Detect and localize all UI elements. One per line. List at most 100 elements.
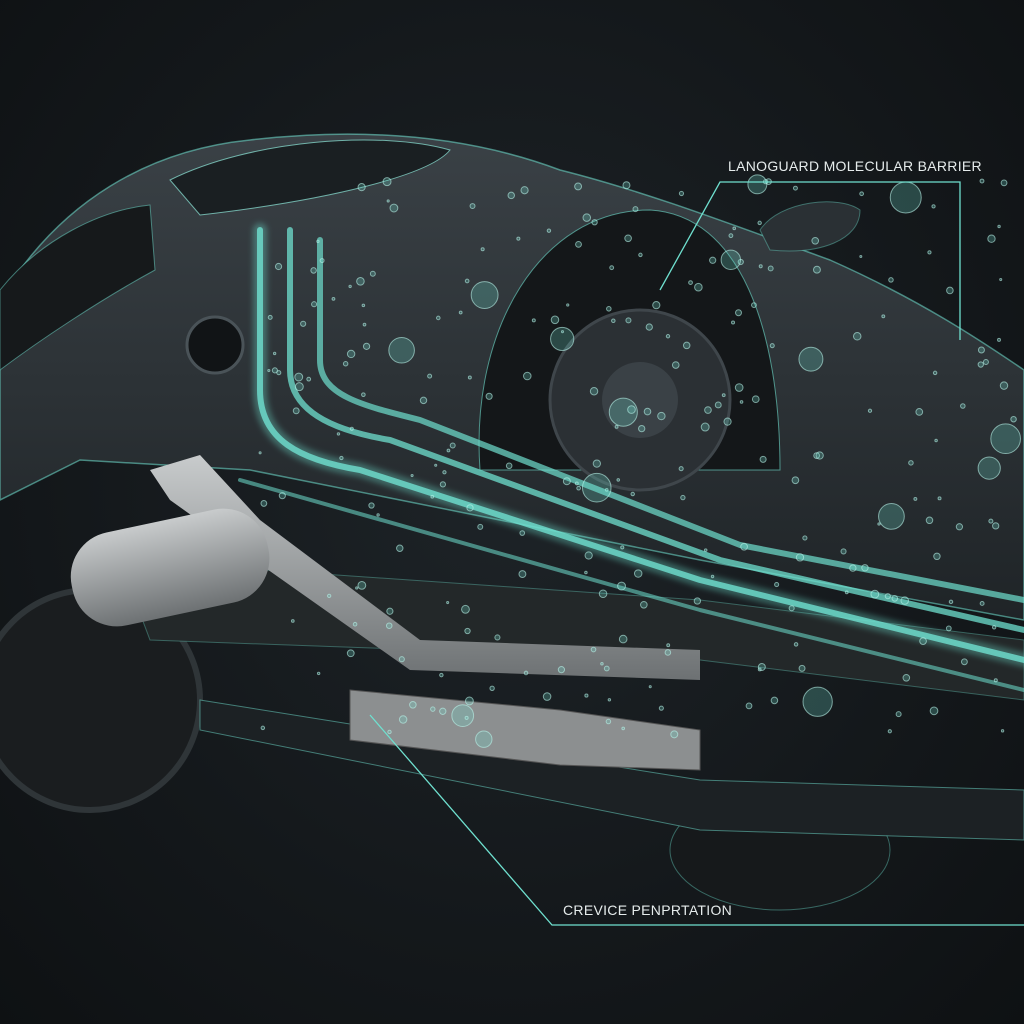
particle [489,685,495,691]
particle [531,318,536,323]
particle [581,472,612,503]
particle [475,730,493,748]
particle [792,185,798,191]
particle [652,301,661,310]
particle [929,706,939,716]
particle [603,665,610,672]
particle [427,373,433,379]
particle [576,485,581,491]
particle [349,426,354,431]
particle [362,342,371,350]
particle [442,470,447,475]
particle [562,477,571,486]
particle [598,589,608,599]
particle [485,392,493,400]
particle [927,250,932,255]
particle [648,685,652,689]
particle [398,715,408,724]
particle [386,607,394,615]
particle [606,306,612,312]
particle [607,698,612,702]
particle [955,523,964,531]
particle [670,730,679,739]
particle [915,408,924,416]
particle [311,301,318,308]
particle [889,181,922,214]
particle [292,407,300,415]
particle [925,516,934,525]
particle [840,548,847,555]
particle [446,448,451,453]
particle [992,522,1000,530]
particle [735,309,742,317]
particle [960,658,968,666]
particle [451,704,475,727]
particle [774,581,780,588]
particle [575,240,582,248]
particle [461,604,470,614]
particle [802,686,833,717]
particle [625,317,632,324]
particle [368,502,375,509]
particle [859,255,863,259]
particle [376,513,380,517]
particle [1010,415,1017,423]
particle [260,725,266,731]
particle [550,326,575,352]
particle [523,670,529,676]
particle [977,361,984,368]
particle [348,284,352,289]
particle [507,191,515,200]
side-mirror [759,201,861,252]
particle [723,417,732,426]
particle [640,600,648,609]
particle [979,178,985,184]
particle [621,726,626,731]
barrier-callout-label: LANOGUARD MOLECULAR BARRIER [728,158,982,174]
particle [546,228,552,233]
particle [632,206,639,213]
particle [604,488,609,492]
particle [666,643,671,648]
particle [728,233,734,239]
particle [439,481,447,488]
particle [721,393,726,398]
particle [600,662,604,666]
particle [888,277,894,283]
particle [584,551,593,560]
particle [999,277,1003,282]
particle [991,625,997,630]
particle [622,181,631,190]
particle [769,343,775,349]
particle [352,621,358,627]
particle [932,370,938,376]
particle [802,535,808,541]
particle [574,481,579,486]
particle [788,605,795,612]
particle [611,318,616,324]
particle [518,570,527,579]
particle [861,564,869,572]
particle [316,239,320,244]
particle [439,672,444,678]
particle [759,455,767,463]
particle [505,462,513,470]
particle [1000,179,1008,187]
particle [977,456,1001,480]
particle [798,664,806,672]
catalytic-converter [349,689,701,771]
particle [859,191,865,197]
particle [267,314,273,320]
particle [618,634,628,644]
particle [550,315,560,325]
particle [306,376,312,382]
particle [870,589,880,599]
particle [878,503,905,530]
particle [645,323,653,331]
particle [396,544,404,552]
particle [346,349,356,359]
particle [793,642,799,647]
particle [267,368,271,373]
particle [470,281,499,309]
